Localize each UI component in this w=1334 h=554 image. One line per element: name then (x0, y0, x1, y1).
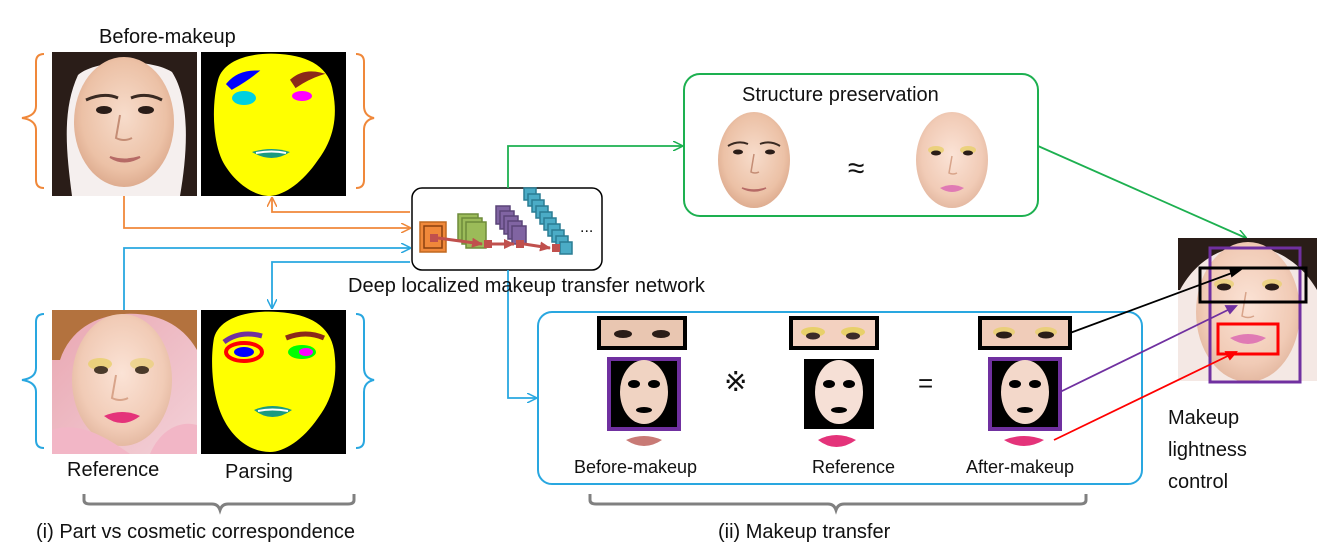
network-layer-icons (419, 187, 573, 255)
before-face-mask (607, 357, 681, 431)
label-part-correspondence: (i) Part vs cosmetic correspondence (36, 521, 356, 543)
before-makeup-parsing-map (201, 52, 346, 197)
label-network: Deep localized makeup transfer network (348, 275, 705, 297)
label-before-makeup-top: Before-makeup (99, 26, 236, 48)
label-before-makeup-bottom: Before-makeup (574, 457, 698, 477)
network-box (411, 187, 603, 271)
label-makeup-lightness-line1: Makeup (1168, 407, 1240, 429)
label-makeup-lightness-line2: lightness (1168, 439, 1247, 461)
structure-face-after (916, 112, 988, 208)
green-arrows (507, 146, 1246, 238)
label-after-makeup: After-makeup (966, 457, 1075, 477)
reference-parsing-map (201, 310, 346, 454)
orange-arrows (123, 196, 410, 228)
before-makeup-photo (52, 52, 197, 196)
gray-braces (82, 494, 1088, 515)
label-ellipsis: ... (580, 219, 594, 236)
label-reference: Reference (67, 459, 160, 481)
structure-face-before (718, 112, 790, 208)
after-face-mask (988, 357, 1062, 431)
after-lips-crop (1004, 436, 1044, 446)
reference-photo (52, 310, 197, 454)
label-makeup-lightness-line3: control (1168, 471, 1229, 493)
approx-symbol: ≈ (848, 152, 865, 185)
label-parsing: Parsing (225, 461, 293, 483)
before-lips-crop (626, 436, 662, 446)
blue-braces (21, 313, 375, 449)
label-reference-bottom: Reference (812, 457, 896, 477)
after-eyes-crop (978, 316, 1072, 350)
reference-eyes-crop (789, 316, 879, 350)
control-lines (1053, 266, 1243, 441)
equals-symbol: = (918, 368, 934, 398)
before-eyes-crop (597, 316, 687, 350)
reference-lips-crop (818, 435, 856, 447)
multiply-symbol: ※ (724, 366, 748, 397)
structure-preservation-box (683, 73, 1039, 217)
reference-face-mask (804, 359, 874, 429)
orange-braces (21, 53, 375, 189)
label-makeup-transfer: (ii) Makeup transfer (718, 521, 891, 543)
lightness-control-face (1178, 238, 1317, 384)
blue-arrows (123, 248, 536, 398)
label-structure-preservation: Structure preservation (742, 84, 939, 106)
makeup-transfer-box (537, 311, 1143, 485)
